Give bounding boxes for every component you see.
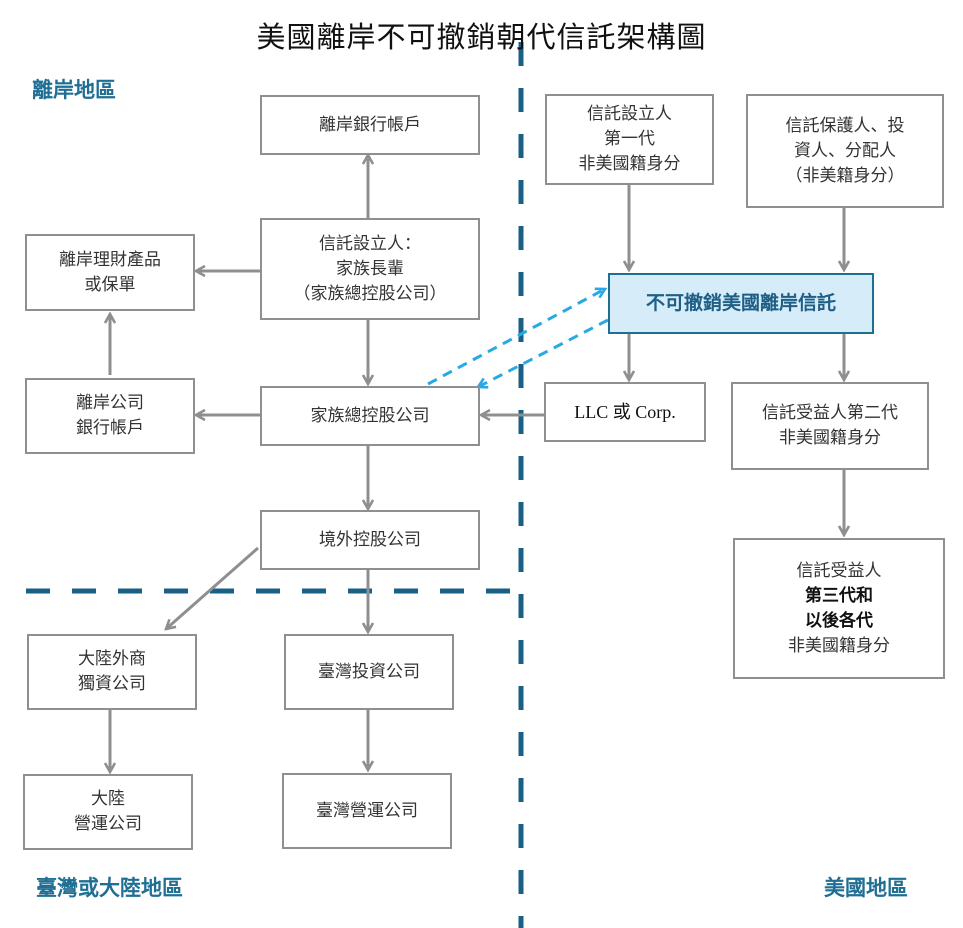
diagram-title: 美國離岸不可撤銷朝代信託架構圖 xyxy=(256,20,707,54)
node-line: 家族長輩 xyxy=(336,258,404,279)
node-beneficiary-second-generation: 信託受益人第二代 非美國籍身分 xyxy=(731,382,929,470)
node-line: 信託受益人第二代 xyxy=(762,403,898,423)
node-line: 信託設立人 xyxy=(587,104,672,124)
node-overseas-holding-company: 境外控股公司 xyxy=(260,510,480,570)
node-line: 或保單 xyxy=(84,274,136,295)
node-line: 非美國籍身分 xyxy=(788,635,890,656)
node-line: 家族總控股公司 xyxy=(310,405,430,426)
node-settlor-first-generation: 信託設立人 第一代 非美國籍身分 xyxy=(545,94,714,185)
node-beneficiary-third-and-later: 信託受益人 第三代和 以後各代 非美國籍身分 xyxy=(733,538,945,679)
node-line: 離岸理財產品 xyxy=(59,249,161,270)
node-line: 第一代 xyxy=(604,129,655,149)
node-taiwan-investment-company: 臺灣投資公司 xyxy=(284,634,454,710)
node-offshore-company-bank: 離岸公司 銀行帳戶 xyxy=(25,378,195,454)
node-settlor-family-elder: 信託設立人： 家族長輩 （家族總控股公司） xyxy=(260,218,480,320)
node-line: （家族總控股公司） xyxy=(293,283,447,304)
node-offshore-products-policies: 離岸理財產品 或保單 xyxy=(25,234,195,311)
node-line: 信託保護人、投 xyxy=(785,115,905,136)
node-line: 臺灣營運公司 xyxy=(316,800,418,821)
node-offshore-bank-account: 離岸銀行帳戶 xyxy=(260,95,480,155)
node-mainland-wfoe: 大陸外商 獨資公司 xyxy=(27,634,197,710)
node-line: 獨資公司 xyxy=(78,674,146,694)
node-taiwan-operating-company: 臺灣營運公司 xyxy=(282,773,452,849)
arrow-overseas-holding-to-mainland-wfoe xyxy=(166,546,259,629)
dashed-link-trust-to-holding xyxy=(478,318,609,387)
node-line: （非美籍身分） xyxy=(785,165,905,186)
node-line: 信託受益人 xyxy=(796,560,882,581)
node-line: 臺灣投資公司 xyxy=(318,661,420,682)
node-line: 大陸外商 xyxy=(78,649,146,669)
node-line: 離岸公司 xyxy=(76,393,144,413)
node-trust-protector-investor-distributor: 信託保護人、投 資人、分配人 （非美籍身分） xyxy=(746,94,944,208)
node-line: 營運公司 xyxy=(74,814,142,834)
node-line: 大陸 xyxy=(91,789,125,809)
node-line: 非美國籍身分 xyxy=(578,154,681,174)
node-line: 以後各代 xyxy=(805,610,873,631)
node-line: 資人、分配人 xyxy=(794,140,896,161)
node-line: 非美國籍身分 xyxy=(779,428,881,448)
region-label-usa: 美國地區 xyxy=(824,876,908,900)
node-mainland-operating-company: 大陸 營運公司 xyxy=(23,774,193,850)
node-line: 銀行帳戶 xyxy=(76,418,144,438)
node-family-holding-company: 家族總控股公司 xyxy=(260,386,480,446)
node-line: 不可撤銷美國離岸信託 xyxy=(645,292,836,314)
region-label-taiwan-mainland: 臺灣或大陸地區 xyxy=(36,876,183,900)
node-line: 第三代和 xyxy=(805,585,873,606)
node-line: 離岸銀行帳戶 xyxy=(319,114,421,135)
node-irrevocable-us-offshore-trust: 不可撤銷美國離岸信託 xyxy=(608,273,874,334)
node-line: 信託設立人： xyxy=(319,233,421,254)
node-line: 境外控股公司 xyxy=(319,529,421,550)
node-line: LLC 或 Corp. xyxy=(574,401,676,422)
node-llc-or-corp: LLC 或 Corp. xyxy=(544,382,706,442)
region-label-offshore: 離岸地區 xyxy=(32,78,116,102)
